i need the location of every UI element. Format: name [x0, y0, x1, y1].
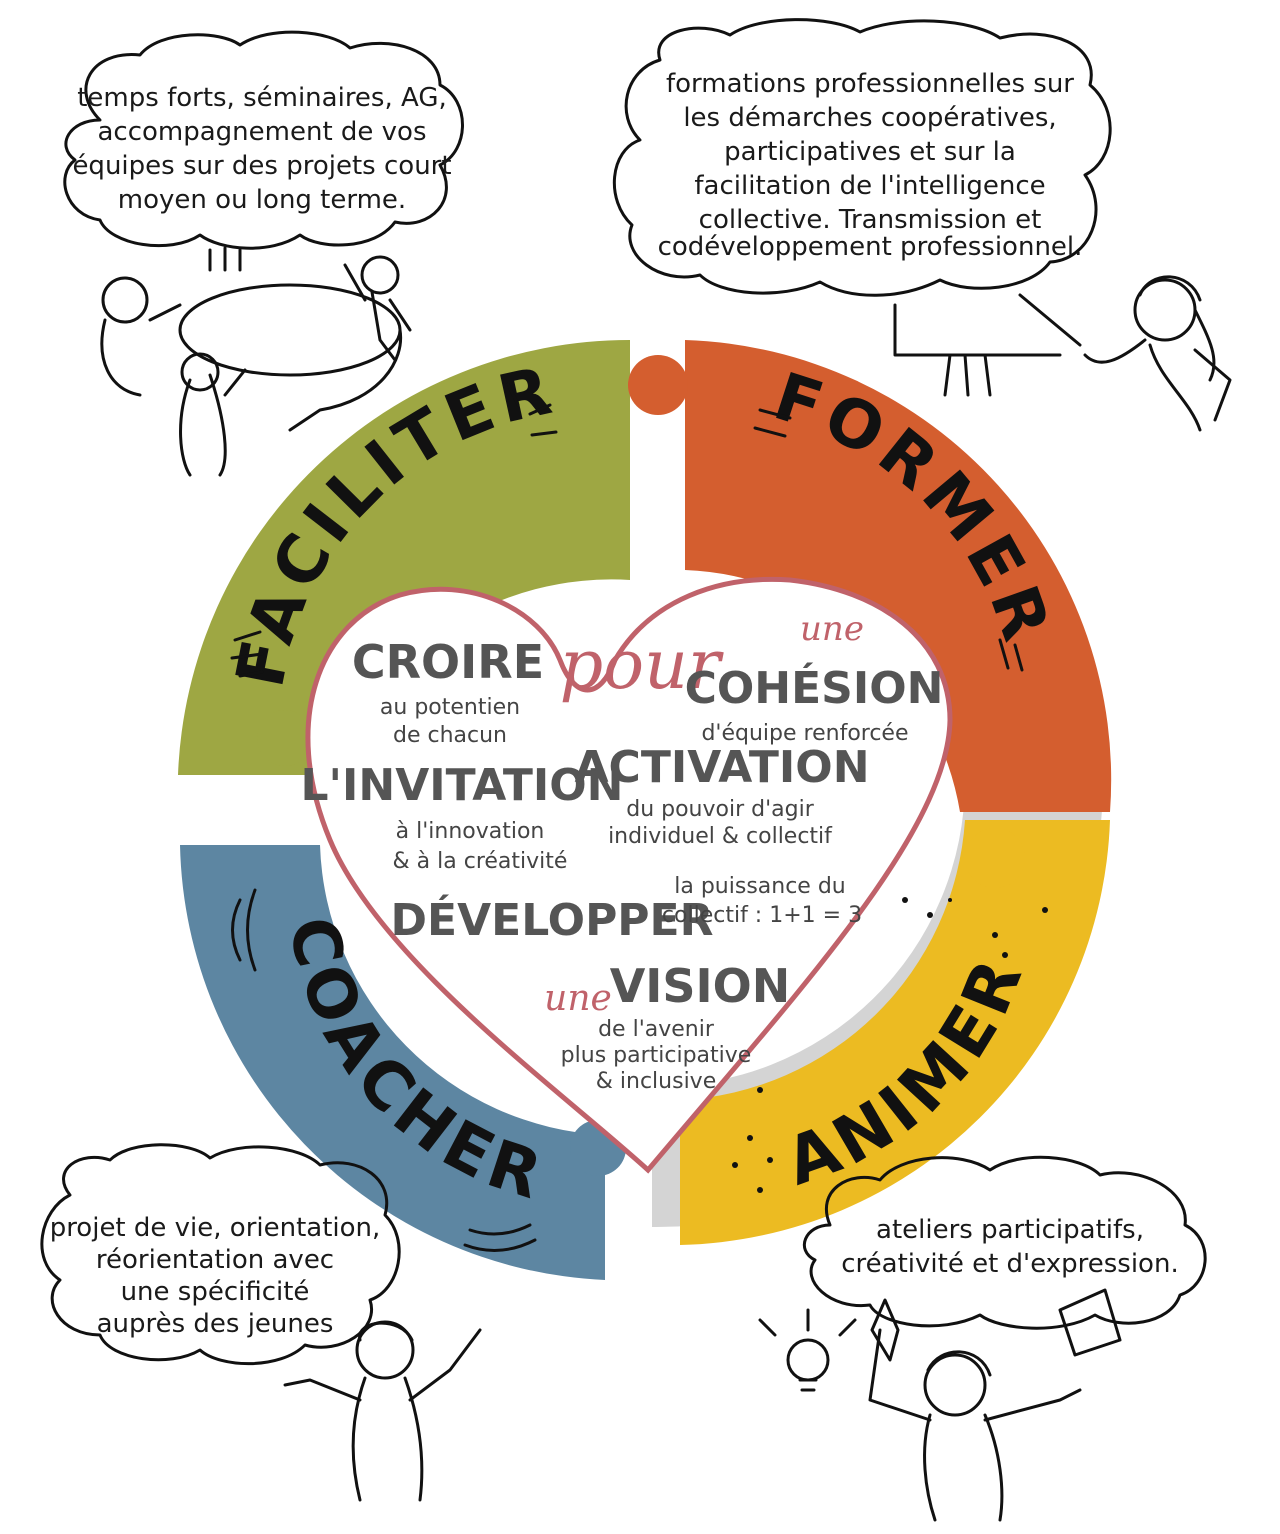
coach-person-icon [283, 1320, 482, 1502]
bubble-coacher-line: réorientation avec [96, 1245, 334, 1275]
bubble-former-line: participatives et sur la [724, 137, 1016, 167]
bubble-faciliter-line: moyen ou long terme. [118, 185, 406, 215]
heart-cohesion-title: COHÉSION [685, 661, 944, 714]
cloud-outline [63, 30, 464, 250]
heart-vision-title: VISION [610, 959, 791, 1013]
sparkle-dots [732, 897, 1048, 1193]
heart-croire-title: CROIRE [352, 635, 544, 689]
bubble-faciliter-line: temps forts, séminaires, AG, [77, 83, 447, 113]
bubble-coacher-line: projet de vie, orientation, [50, 1213, 381, 1243]
bubble-former-line: collective. Transmission et [699, 205, 1042, 235]
heart-activation-title: ACTIVATION [574, 742, 869, 793]
puzzle-piece-animer[interactable] [680, 820, 1110, 1245]
puzzle-piece-coacher[interactable] [180, 845, 605, 1280]
cloud-outline [612, 18, 1112, 297]
bubble-former-line: formations professionnelles sur [666, 69, 1074, 99]
bubble-former-line: codéveloppement professionnel. [658, 232, 1083, 262]
bubble-faciliter: temps forts, séminaires, AG, accompagnem… [63, 30, 464, 250]
heart-developper-line: la puissance du [674, 874, 846, 899]
heart-shape [305, 576, 953, 1174]
heart-activation-line: du pouvoir d'agir [626, 797, 814, 822]
heart-developper-line: collectif : 1+1 = 3 [662, 903, 862, 928]
heart-pour: pour [560, 626, 724, 705]
cloud-outline [40, 1143, 401, 1366]
bubble-coacher-line: auprès des jeunes [97, 1309, 334, 1339]
heart-developper-title: DÉVELOPPER [391, 893, 714, 946]
heart-cohesion-prefix: une [800, 609, 864, 649]
puzzle-knob [965, 828, 1025, 888]
puzzle-piece-former[interactable] [685, 340, 1112, 812]
puzzle-ring [178, 339, 1112, 1280]
emphasis-marks [230, 382, 1024, 1252]
heart-invitation-line: & à la créativité [393, 849, 568, 874]
trainer-board-icon [893, 275, 1232, 432]
people-meeting-icon [100, 246, 412, 477]
bubble-coacher-line: une spécificité [121, 1277, 310, 1307]
bubble-animer-line: créativité et d'expression. [841, 1249, 1178, 1279]
cloud-outline [802, 1155, 1207, 1330]
bubble-former-line: les démarches coopératives, [683, 103, 1056, 133]
heart-vision-line: & inclusive [596, 1069, 716, 1094]
bubble-animer-line: ateliers participatifs, [876, 1215, 1144, 1245]
heart-vision-prefix: une [544, 978, 612, 1019]
bubble-former-line: facilitation de l'intelligence [694, 171, 1045, 201]
bubble-animer: ateliers participatifs, créativité et d'… [802, 1155, 1207, 1330]
puzzle-knob [257, 710, 313, 766]
heart-invitation-title: L'INVITATION [301, 760, 624, 811]
heart-croire-line: au potentien [380, 695, 520, 720]
bubble-faciliter-line: accompagnement de vos [97, 117, 426, 147]
creative-person-icon [758, 1288, 1122, 1522]
heart-cohesion-sub: d'équipe renforcée [701, 721, 908, 746]
puzzle-piece-faciliter[interactable] [178, 339, 630, 775]
heart-activation-line: individuel & collectif [608, 824, 833, 849]
puzzle-knob [628, 355, 688, 415]
heart-croire-line: de chacun [393, 723, 507, 748]
bubble-faciliter-line: équipes sur des projets court [72, 151, 451, 181]
heart-invitation-line: à l'innovation [396, 819, 545, 844]
bubble-former: formations professionnelles sur les déma… [612, 18, 1112, 297]
heart-vision-line: de l'avenir [598, 1017, 715, 1042]
bubble-coacher: projet de vie, orientation, réorientatio… [40, 1143, 401, 1366]
heart-vision-line: plus participative [561, 1043, 752, 1068]
